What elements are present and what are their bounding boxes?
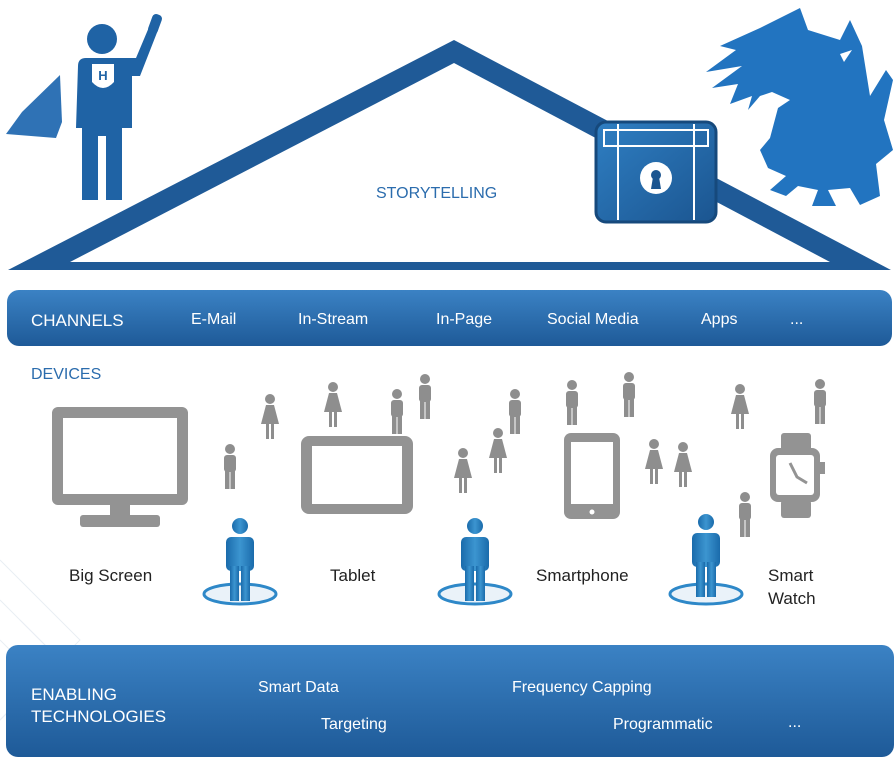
devices-label: DEVICES	[31, 366, 102, 383]
channels-bar	[7, 290, 892, 346]
tablet-icon	[301, 436, 413, 514]
channel-more: ...	[790, 311, 804, 328]
device-smartphone: Smartphone	[536, 566, 629, 585]
highlighted-person	[668, 514, 744, 606]
device-big-screen: Big Screen	[69, 566, 153, 585]
enabling-label-line2: TECHNOLOGIES	[31, 707, 167, 726]
person-icon	[814, 379, 826, 424]
tech-more: ...	[788, 714, 802, 731]
tech-programmatic: Programmatic	[613, 716, 713, 733]
channel-apps: Apps	[701, 311, 738, 328]
channels-label: CHANNELS	[31, 311, 124, 330]
dragon-icon	[706, 8, 893, 206]
person-icon	[419, 374, 431, 419]
treasure-chest-icon	[594, 120, 718, 224]
monitor-icon	[52, 407, 188, 527]
person-icon	[645, 439, 663, 484]
person-icon	[324, 382, 342, 427]
highlighted-person	[202, 518, 278, 606]
channel-social-media: Social Media	[547, 311, 639, 328]
person-icon	[509, 389, 521, 434]
person-icon	[454, 448, 472, 493]
device-smart-watch-line2: Watch	[768, 589, 816, 608]
person-icon	[739, 492, 751, 537]
person-icon	[489, 428, 507, 473]
tech-targeting: Targeting	[321, 716, 387, 733]
hero-icon: H	[6, 14, 162, 200]
smartwatch-icon	[770, 433, 825, 518]
person-icon	[674, 442, 692, 487]
channel-in-stream: In-Stream	[298, 311, 369, 328]
storytelling-title: STORYTELLING	[376, 185, 498, 202]
person-icon	[261, 394, 279, 439]
hero-badge-letter: H	[98, 68, 107, 83]
enabling-label-line1: ENABLING	[31, 685, 117, 704]
tech-frequency-capping: Frequency Capping	[512, 679, 652, 696]
tech-smart-data: Smart Data	[258, 679, 339, 696]
person-icon	[623, 372, 635, 417]
enabling-technologies-bar	[6, 645, 894, 757]
device-smart-watch-line1: Smart	[768, 566, 814, 585]
device-tablet: Tablet	[330, 566, 376, 585]
person-icon	[224, 444, 236, 489]
highlighted-person	[437, 518, 513, 606]
channel-in-page: In-Page	[436, 311, 493, 328]
channel-email: E-Mail	[191, 311, 237, 328]
person-icon	[566, 380, 578, 425]
smartphone-icon	[564, 433, 620, 519]
keyhole-icon	[651, 170, 661, 189]
person-icon	[731, 384, 749, 429]
person-icon	[391, 389, 403, 434]
